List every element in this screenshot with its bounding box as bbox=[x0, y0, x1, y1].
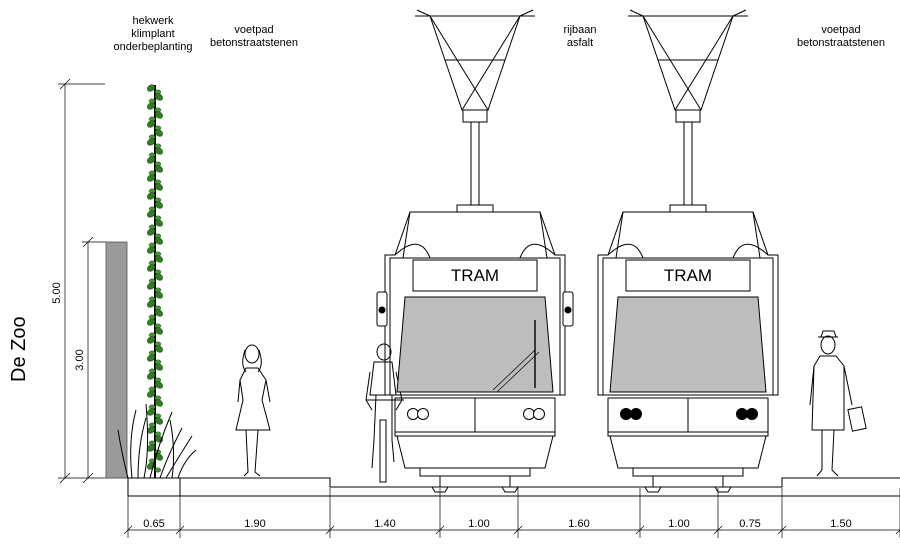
tram-windscreen bbox=[396, 296, 554, 393]
label-roadway-line1: rijbaan bbox=[563, 24, 596, 36]
tram-sign: TRAM bbox=[625, 259, 751, 292]
dim-3m-label: 3.00 bbox=[74, 349, 86, 370]
wiper bbox=[492, 349, 540, 393]
pantograph bbox=[415, 9, 535, 213]
horizontal-dimensions bbox=[123, 488, 900, 538]
headlight bbox=[417, 408, 429, 420]
climbing-plant-icon bbox=[147, 84, 163, 478]
pantograph bbox=[628, 9, 748, 213]
tram-body bbox=[384, 211, 566, 396]
label-fence: hekwerk klimplant onderbeplanting bbox=[114, 15, 193, 53]
label-sidewalk-left-line2: betonstraatstenen bbox=[210, 37, 298, 49]
dim-label: 1.40 bbox=[374, 518, 395, 530]
tram-right: TRAM bbox=[597, 9, 779, 493]
tram-body bbox=[597, 211, 779, 396]
vertical-dimension-3m: 3.00 bbox=[74, 236, 106, 484]
dim-label: 1.00 bbox=[668, 518, 689, 530]
pedestrian-man-icon bbox=[809, 330, 867, 477]
wall bbox=[105, 241, 128, 479]
label-sidewalk-right-line1: voetpad bbox=[821, 24, 860, 36]
dim-label: 0.65 bbox=[143, 518, 164, 530]
dim-label: 1.60 bbox=[568, 518, 589, 530]
tram-sign-text: TRAM bbox=[664, 266, 712, 285]
headlight bbox=[736, 408, 748, 420]
label-fence-line2: klimplant bbox=[131, 28, 174, 40]
headlight bbox=[533, 408, 545, 420]
label-sidewalk-left: voetpad betonstraatstenen bbox=[210, 24, 298, 49]
dim-5m-label: 5.00 bbox=[51, 282, 63, 303]
headlight bbox=[630, 408, 642, 420]
label-fence-line1: hekwerk bbox=[133, 15, 174, 27]
dim-label: 1.00 bbox=[468, 518, 489, 530]
tram-left: TRAM bbox=[376, 9, 574, 493]
tram-bogie bbox=[419, 467, 531, 493]
headlight bbox=[407, 408, 419, 420]
headlight bbox=[523, 408, 535, 420]
dim-label: 1.50 bbox=[830, 518, 851, 530]
label-roadway-line2: asfalt bbox=[567, 37, 593, 49]
tram-front-panel bbox=[394, 397, 556, 469]
label-roadway: rijbaan asfalt bbox=[563, 24, 596, 49]
dim-label: 1.90 bbox=[244, 518, 265, 530]
dim-label: 0.75 bbox=[739, 518, 760, 530]
tram-sign-text: TRAM bbox=[451, 266, 499, 285]
label-fence-line3: onderbeplanting bbox=[114, 41, 193, 53]
shrub-icon bbox=[117, 403, 197, 479]
tram-sign: TRAM bbox=[412, 259, 538, 292]
street-name: De Zoo bbox=[8, 316, 30, 382]
tram-bogie bbox=[632, 467, 744, 493]
label-sidewalk-left-line1: voetpad bbox=[234, 24, 273, 36]
headlight bbox=[620, 408, 632, 420]
tram-windscreen bbox=[609, 296, 767, 393]
pedestrian-woman-icon bbox=[235, 344, 271, 477]
label-sidewalk-right-line2: betonstraatstenen bbox=[797, 37, 885, 49]
label-sidewalk-right: voetpad betonstraatstenen bbox=[797, 24, 885, 49]
ground-profile bbox=[127, 477, 900, 497]
headlight bbox=[746, 408, 758, 420]
vertical-dimension-5m: 5.00 bbox=[51, 78, 105, 484]
